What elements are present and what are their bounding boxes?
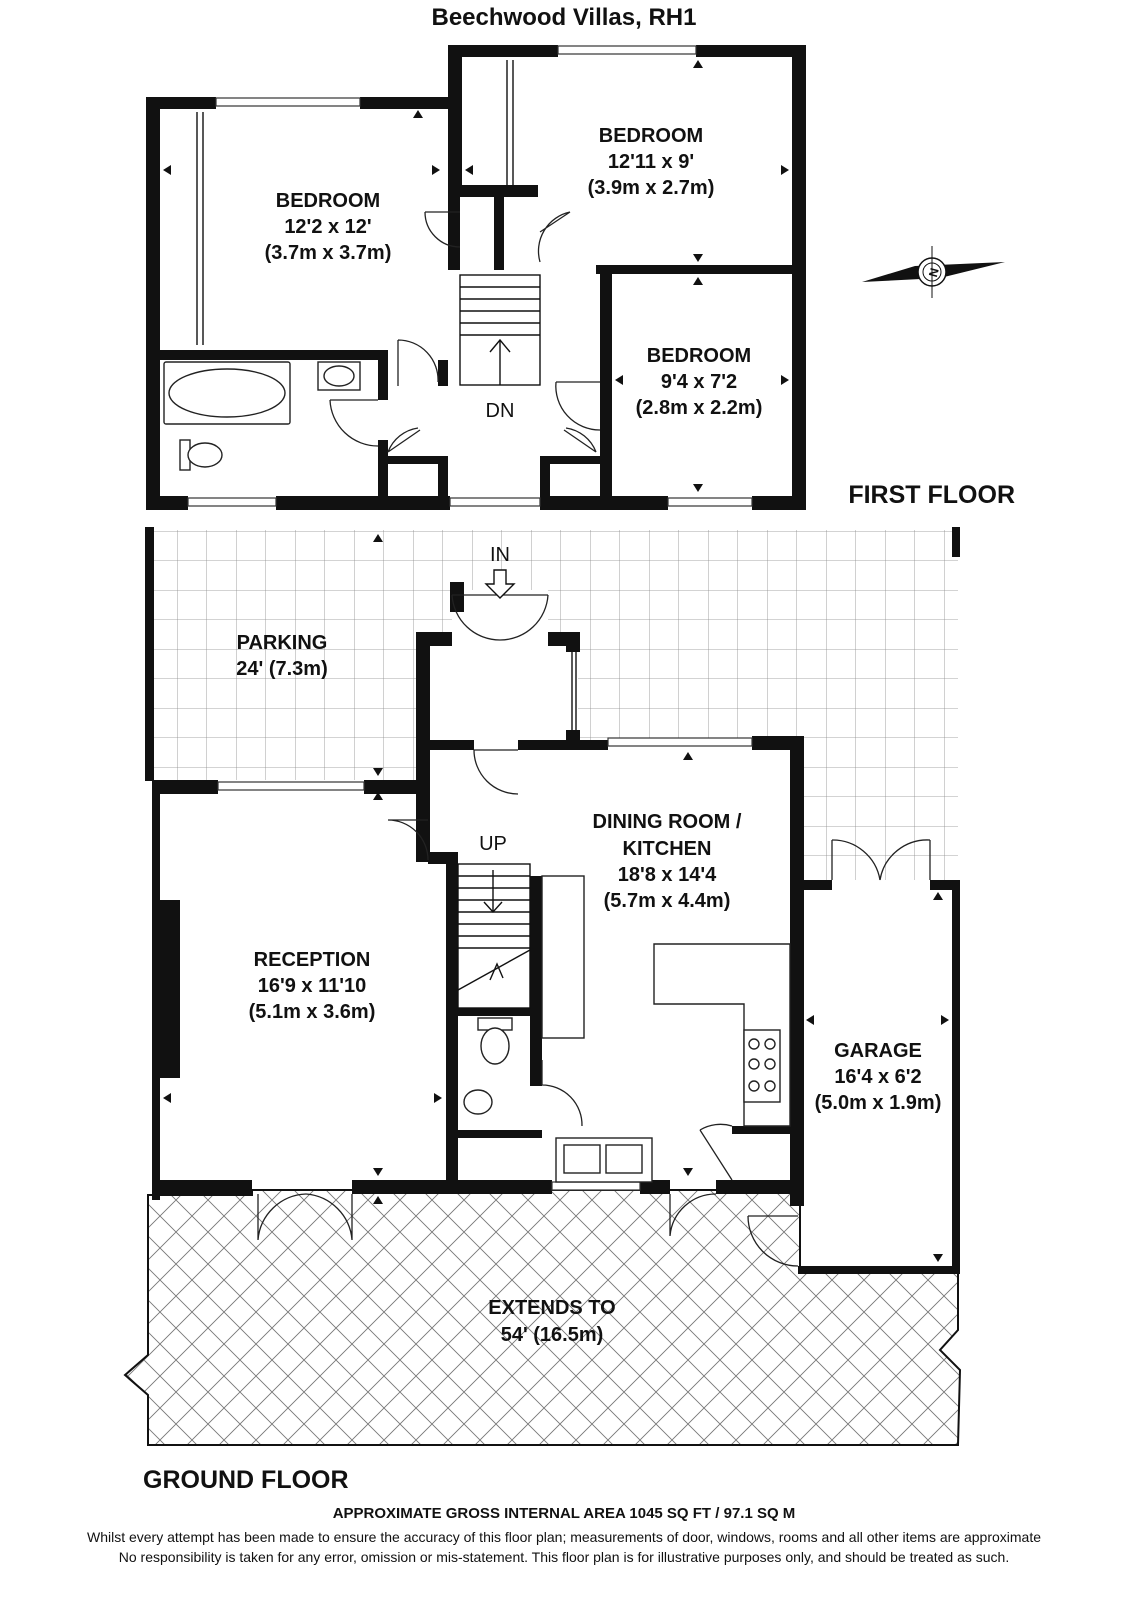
ground-floor-label: GROUND FLOOR [143, 1466, 349, 1494]
bedroom-1-metric: (3.7m x 3.7m) [265, 242, 392, 264]
garage-imperial: 16'4 x 6'2 [834, 1066, 921, 1088]
ground-floor: PARKING 24' (7.3m) IN UP DINING ROOM / K… [123, 527, 962, 1494]
garage-name: GARAGE [834, 1040, 922, 1062]
dining-imperial: 18'8 x 14'4 [618, 864, 717, 886]
entrance-arrow-icon [484, 569, 516, 599]
garage-metric: (5.0m x 1.9m) [815, 1092, 942, 1114]
bedroom-3-name: BEDROOM [647, 345, 751, 367]
first-floor: BEDROOM 12'2 x 12' (3.7m x 3.7m) BEDROOM… [146, 45, 1015, 510]
bedroom-2-imperial: 12'11 x 9' [608, 151, 694, 173]
disclaimer-line-1: Whilst every attempt has been made to en… [87, 1529, 1041, 1545]
compass-letter: N [926, 267, 942, 279]
bedroom-3-metric: (2.8m x 2.2m) [636, 397, 763, 419]
parking-name: PARKING [237, 632, 328, 654]
gross-internal-area: APPROXIMATE GROSS INTERNAL AREA 1045 SQ … [333, 1505, 796, 1522]
garden-line1: EXTENDS TO [488, 1297, 615, 1319]
reception-metric: (5.1m x 3.6m) [249, 1001, 376, 1023]
entrance-label: IN [490, 544, 510, 566]
bedroom-3-imperial: 9'4 x 7'2 [661, 371, 737, 393]
parking-size: 24' (7.3m) [236, 658, 327, 680]
dining-name-line2: KITCHEN [623, 838, 712, 860]
disclaimer-line-2: No responsibility is taken for any error… [119, 1549, 1009, 1565]
bedroom-1-imperial: 12'2 x 12' [284, 216, 371, 238]
dining-name-line1: DINING ROOM / [593, 811, 742, 833]
reception-name: RECEPTION [254, 949, 371, 971]
plan-title: Beechwood Villas, RH1 [432, 4, 697, 31]
compass-icon: N [862, 246, 1005, 298]
first-floor-label: FIRST FLOOR [848, 481, 1015, 509]
bedroom-1-name: BEDROOM [276, 190, 380, 212]
bedroom-2-name: BEDROOM [599, 125, 703, 147]
garden-line2: 54' (16.5m) [501, 1324, 604, 1346]
ground-floor-stair-label: UP [479, 833, 507, 855]
bedroom-2-metric: (3.9m x 2.7m) [588, 177, 715, 199]
dining-metric: (5.7m x 4.4m) [604, 890, 731, 912]
first-floor-stair-label: DN [486, 400, 515, 422]
reception-imperial: 16'9 x 11'10 [258, 975, 367, 997]
